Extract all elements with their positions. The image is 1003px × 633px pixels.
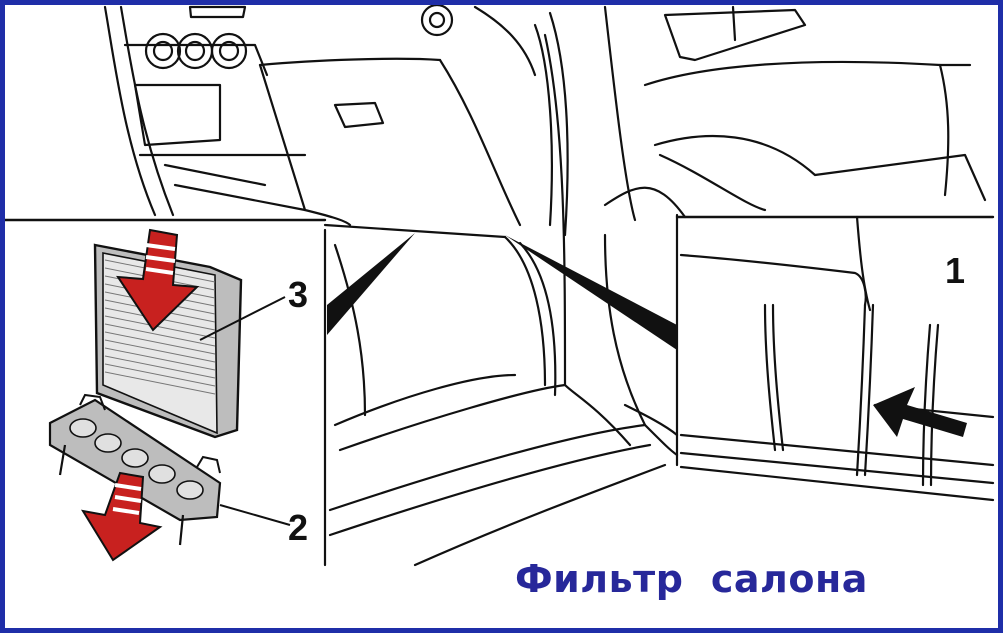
callout-1-label: 1: [945, 250, 966, 291]
dashboard-drawing: [103, 5, 637, 237]
red-arrow-down-icon: [116, 228, 200, 332]
callout-3-label: 3: [288, 274, 309, 315]
red-arrow-down-left-icon: [80, 471, 163, 562]
diagram-caption: Фильтр салона: [515, 557, 868, 601]
zoom-wedges: [327, 233, 677, 350]
floor-area-drawing: [323, 33, 679, 567]
callout-2-label: 2: [288, 507, 309, 548]
filter-cover-drawing: [48, 393, 291, 546]
car-interior-illustration: [5, 5, 995, 567]
black-arrow-icon: [873, 387, 967, 437]
door-panel-drawing: [603, 5, 987, 219]
cabin-filter-drawing: [93, 243, 286, 439]
air-vents: [144, 5, 454, 70]
